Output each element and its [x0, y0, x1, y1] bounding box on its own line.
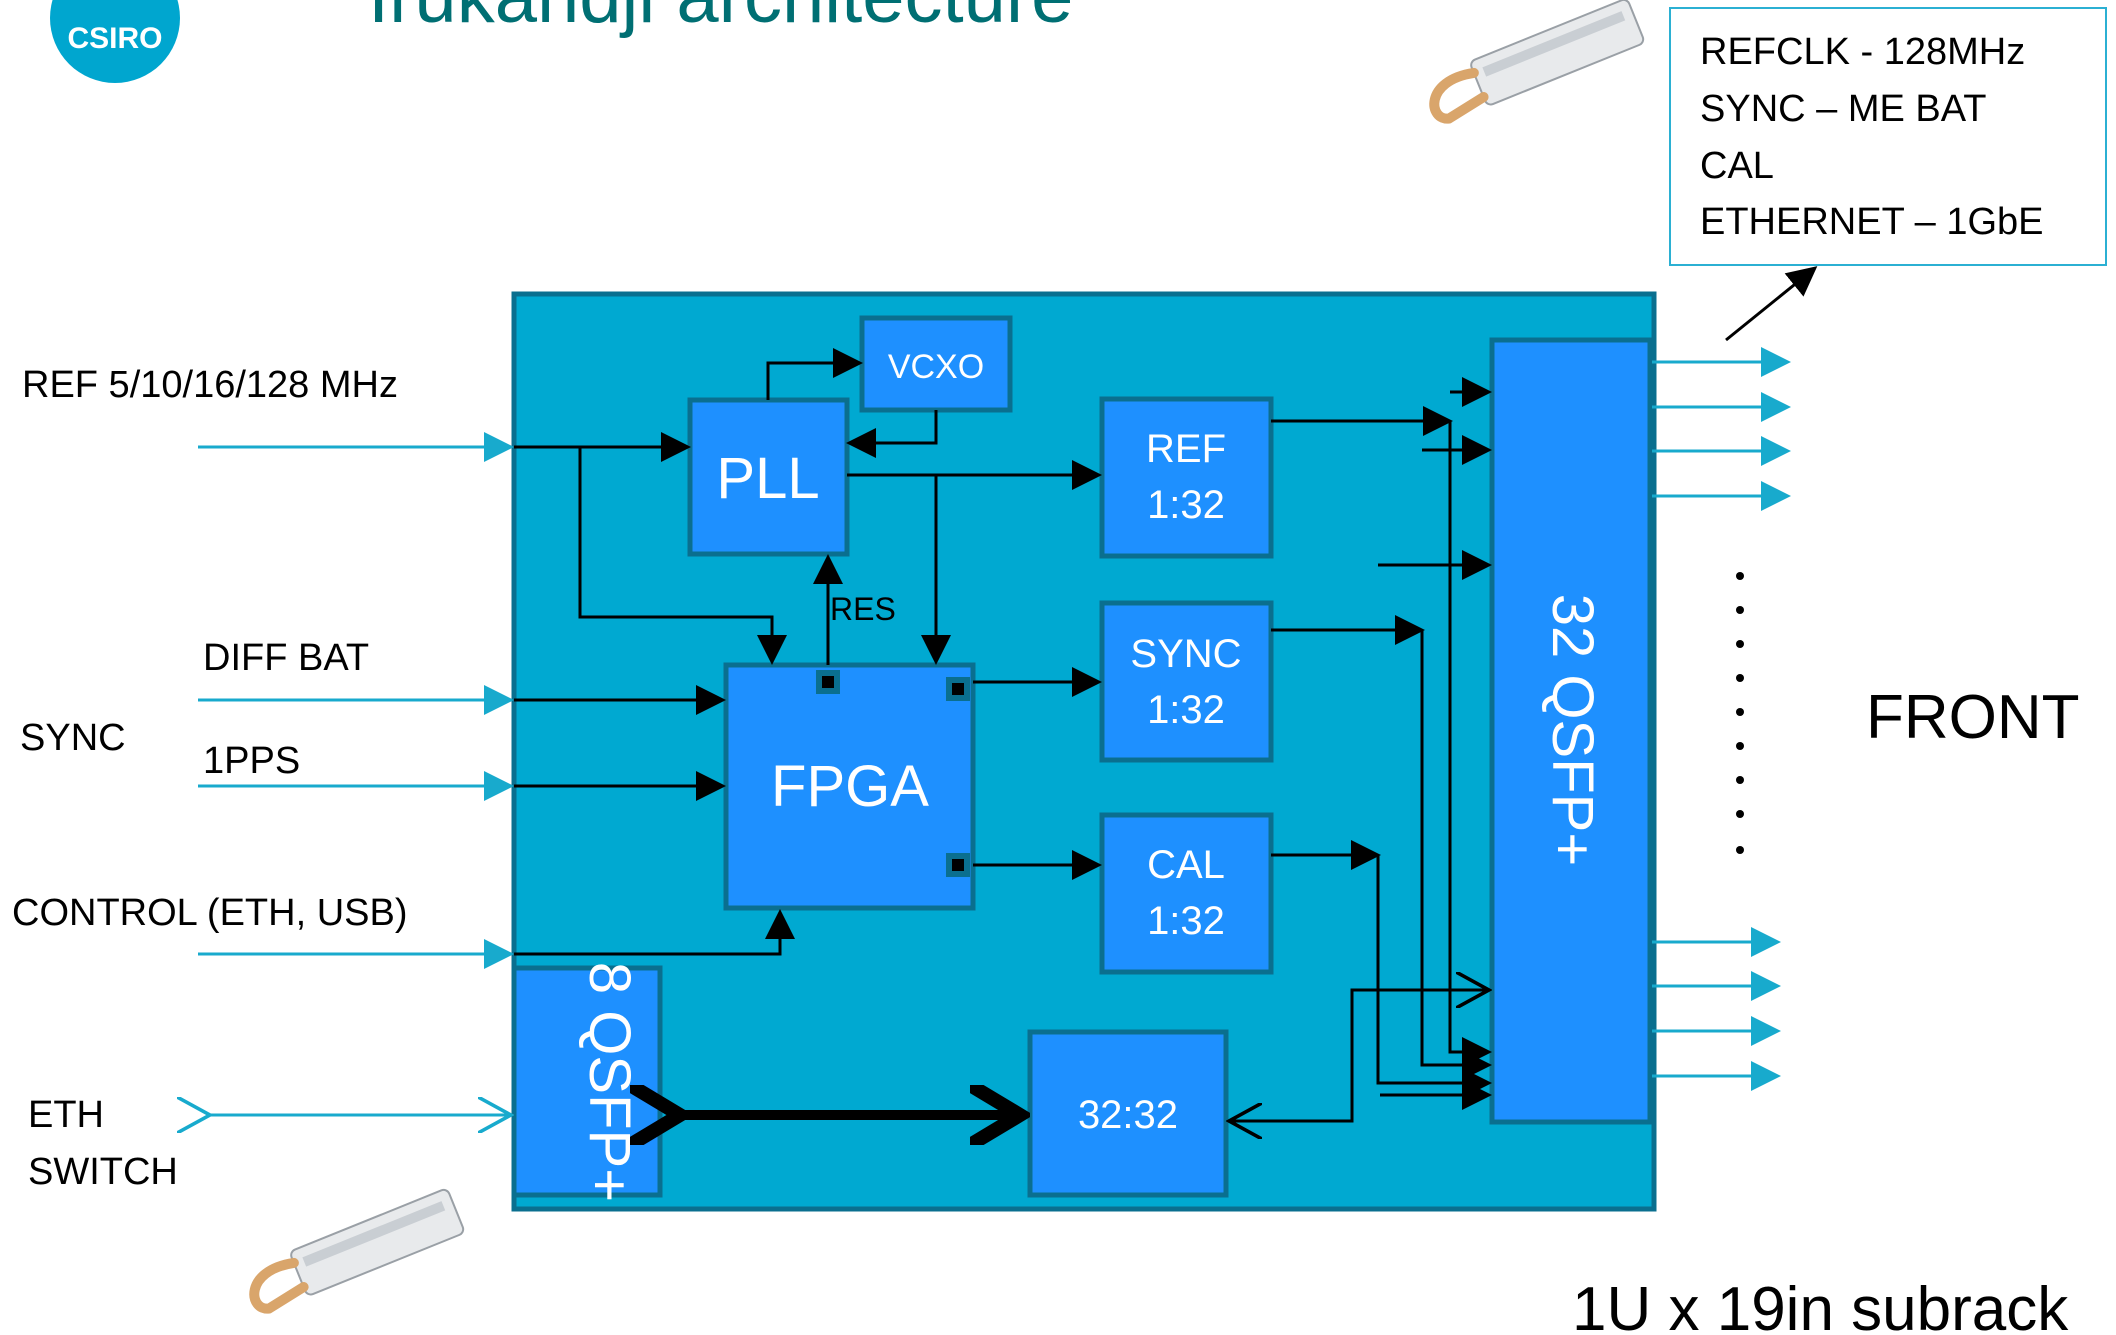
- sync-label: SYNC: [20, 717, 126, 759]
- cal-splitter-label-2: 1:32: [1147, 899, 1225, 943]
- front-label: FRONT: [1866, 683, 2080, 752]
- diff-bat-label: DIFF BAT: [203, 637, 369, 679]
- sync-splitter-label-1: SYNC: [1130, 632, 1241, 676]
- ref-splitter-label-1: REF: [1146, 427, 1226, 471]
- cal-splitter-block: [1102, 815, 1271, 972]
- qsfp-module-image-bottom: [243, 1188, 465, 1315]
- info-line-refclk: REFCLK - 128MHz: [1700, 31, 2025, 73]
- sync-splitter-block: [1102, 603, 1271, 760]
- logo-text: CSIRO: [67, 22, 162, 55]
- pll-label: PLL: [716, 446, 819, 511]
- fpga-label: FPGA: [771, 754, 929, 819]
- ref-splitter-label-2: 1:32: [1147, 483, 1225, 527]
- info-pointer-arrow: [1726, 268, 1815, 340]
- sync-splitter-label-2: 1:32: [1147, 688, 1225, 732]
- page-title: Irukandji architecture: [368, 0, 1073, 39]
- info-line-ethernet: ETHERNET – 1GbE: [1700, 201, 2044, 243]
- switch-label: 32:32: [1078, 1093, 1178, 1137]
- vcxo-label: VCXO: [888, 348, 984, 386]
- qsfp32-label: 32 QSFP+: [1540, 594, 1605, 866]
- eth-label: ETH: [28, 1094, 104, 1136]
- qsfp8-label: 8 QSFP+: [577, 962, 642, 1202]
- switch-label-left: SWITCH: [28, 1151, 178, 1193]
- info-box: REFCLK - 128MHz SYNC – ME BAT CAL ETHERN…: [1670, 8, 2106, 265]
- subrack-label: 1U x 19in subrack: [1572, 1275, 2069, 1335]
- cal-splitter-label-1: CAL: [1147, 843, 1225, 887]
- info-line-cal: CAL: [1700, 145, 1774, 187]
- ellipsis-dots: [1736, 572, 1744, 854]
- control-label: CONTROL (ETH, USB): [12, 892, 408, 934]
- ref-splitter-block: [1102, 399, 1271, 556]
- res-label: RES: [830, 591, 896, 627]
- csiro-logo: CSIRO: [50, 0, 180, 83]
- qsfp-module-image-top: [1423, 0, 1645, 125]
- info-line-sync: SYNC – ME BAT: [1700, 88, 1986, 130]
- ref-input-label: REF 5/10/16/128 MHz: [22, 364, 398, 406]
- pps-label: 1PPS: [203, 740, 300, 782]
- output-arrows: [1652, 362, 1788, 1076]
